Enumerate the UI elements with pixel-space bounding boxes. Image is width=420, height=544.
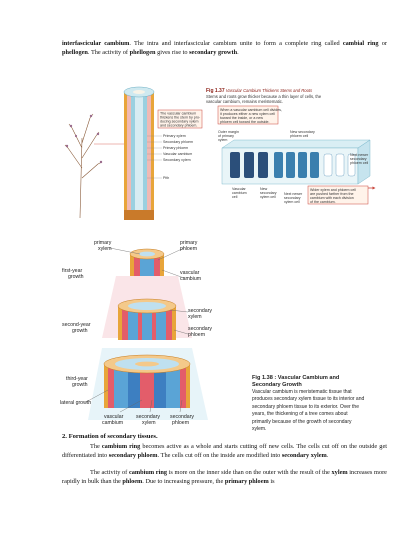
fig137-title: Vascular Cambium Thickens Stems and Root… <box>225 88 313 93</box>
p3-text-e: increases more rapidly in bulk than the <box>62 469 387 485</box>
fig138-body: Vascular cambium is meristematic tissue … <box>252 389 365 433</box>
p2-text-e: . The cells cut off on the inside are mo… <box>157 451 282 459</box>
p3-term-phloem: phloem <box>122 477 143 485</box>
label-lateral-growth: lateral growth <box>60 400 91 406</box>
p3-term-xylem: xylem <box>331 469 348 476</box>
p2-term-secondary-xylem: secondary xylem <box>281 451 327 459</box>
label-secondary-xylem: Secondary xylem <box>163 158 191 162</box>
cell-block-diagram <box>221 139 376 190</box>
fig138-title: Fig 1.38 : Vascular Cambium and Secondar… <box>252 375 340 388</box>
intro-text-5: . <box>237 48 239 56</box>
sapling-drawing <box>64 113 103 219</box>
third-year-log <box>103 354 191 408</box>
intro-text-1: . The intra and interfascicular cambium … <box>129 40 343 47</box>
p3-text-i: is <box>268 477 275 485</box>
figure-1-37-caption: Fig 1.37 Vascular Cambium Thickens Stems… <box>206 88 334 105</box>
p3-term-primary-phloem: primary phloem <box>224 477 269 485</box>
intro-text-3: . The activity of <box>87 48 130 56</box>
p3-text-g: . Due to increasing pressure, the <box>142 477 225 485</box>
term-phellogen-2: phellogen <box>129 48 156 56</box>
p3-term-cambium-ring: cambium ring <box>128 469 167 476</box>
figure-1-38-caption: Fig 1.38 : Vascular Cambium and Secondar… <box>252 375 366 433</box>
p3-text-c: is more on the inner side than on the ou… <box>167 469 332 476</box>
sapling-buds <box>65 114 103 164</box>
p2-term-cambium-ring: cambium ring <box>101 443 141 450</box>
label-division-note: When a vascular cambium cell divides,it … <box>220 108 282 124</box>
fig137-caption-text: Stems and roots grow thicker because a t… <box>206 94 322 105</box>
fig137-number: Fig 1.37 <box>206 88 225 94</box>
first-year-log <box>129 248 165 276</box>
phloem-cells <box>323 153 356 177</box>
paragraph-3: The activity of cambium ring is more on … <box>62 469 387 486</box>
term-cambial-ring: cambial ring <box>342 40 379 47</box>
intro-paragraph: interfascicular cambium. The intra and i… <box>62 40 387 57</box>
p2-text-a: The <box>90 443 102 450</box>
second-year-log <box>117 298 177 340</box>
intro-text-2: or <box>378 40 387 47</box>
term-phellogen: phellogen <box>62 48 88 56</box>
p3-text-a: The activity of <box>90 469 129 476</box>
p2-text-c: becomes active as a whole and starts cut… <box>62 443 387 459</box>
label-vascular-cambium: Vascular cambium <box>163 152 192 156</box>
intro-text-4: gives rise to <box>155 48 190 56</box>
term-interfascicular-cambium: interfascicular cambium <box>62 40 130 47</box>
section-heading: 2. Formation of secondary tissues. <box>62 433 158 440</box>
label-secondary-phloem: Secondary phloem <box>163 140 193 144</box>
p2-term-secondary-phloem: secondary phloem <box>108 451 158 459</box>
label-primary-xylem: Primary xylem <box>163 134 186 138</box>
paragraph-2: The cambium ring becomes active as a who… <box>62 443 387 460</box>
term-secondary-growth: secondary growth <box>189 48 238 56</box>
xylem-cells <box>230 152 268 178</box>
label-pith: Pith <box>163 176 169 180</box>
p2-text-g: . <box>326 451 329 459</box>
stem-cylinder <box>123 86 155 220</box>
label-primary-phloem: Primary phloem <box>163 146 188 150</box>
cambium-cells <box>274 152 319 178</box>
